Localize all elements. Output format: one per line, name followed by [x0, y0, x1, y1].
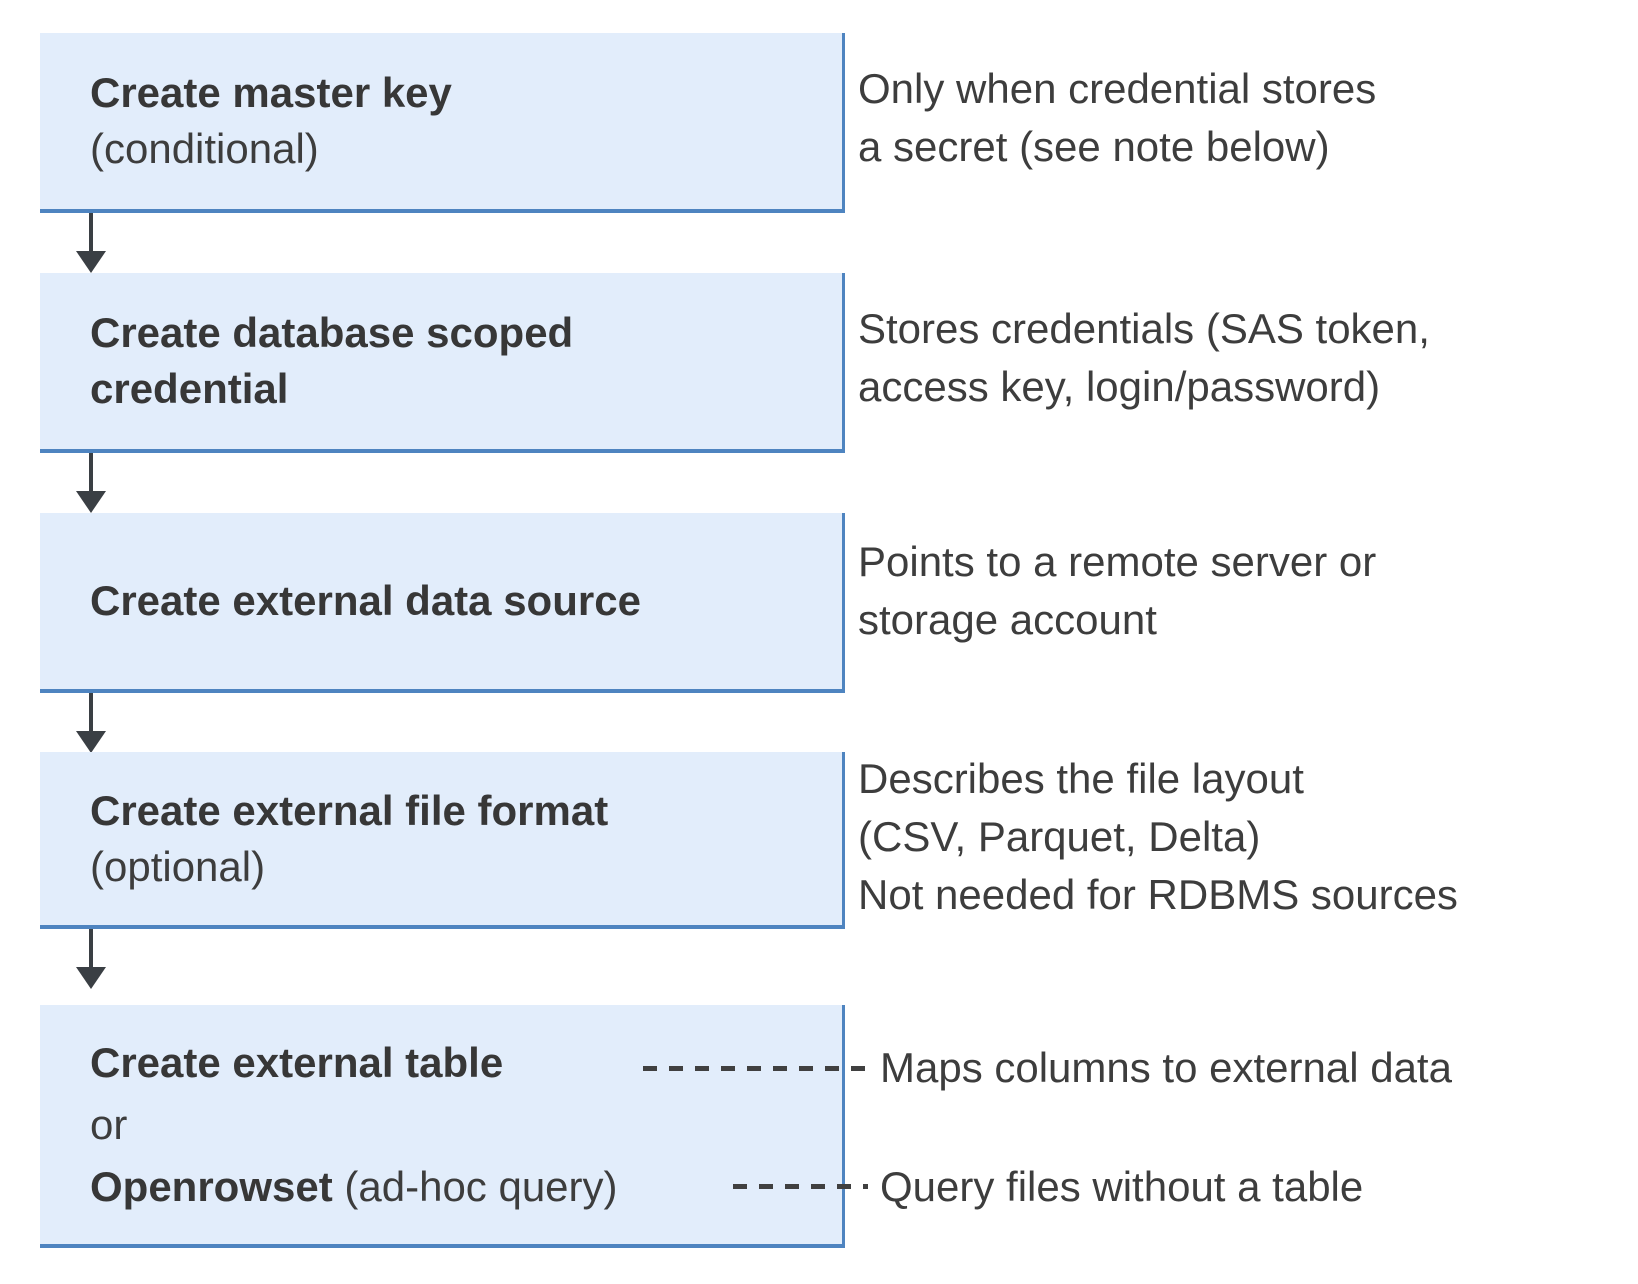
note-line: a secret (see note below): [858, 123, 1330, 170]
step-title: Create database scoped: [90, 309, 574, 356]
step-title: Openrowset: [90, 1162, 333, 1210]
step-title: Create external file format: [90, 786, 609, 834]
note-line: Only when credential stores: [858, 65, 1377, 112]
note-line: Not needed for RDBMS sources: [858, 871, 1458, 918]
down-arrow-icon: [76, 693, 106, 753]
arrow-shaft: [89, 213, 93, 253]
arrow-shaft: [89, 693, 93, 733]
note-external-data-source: Points to a remote server or storage acc…: [858, 533, 1376, 649]
step-qualifier: (ad-hoc query): [344, 1162, 618, 1210]
note-line: Stores credentials (SAS token,: [858, 305, 1430, 352]
arrow-shaft: [89, 453, 93, 493]
note-external-file-format: Describes the file layout (CSV, Parquet,…: [858, 750, 1458, 924]
arrow-shaft: [89, 929, 93, 969]
step-box-create-master-key: Create master key (conditional): [40, 33, 845, 213]
note-external-table: Maps columns to external data: [880, 1039, 1452, 1097]
step-title: Create external data source: [90, 577, 641, 624]
option-external-table: Create external table: [90, 1032, 842, 1094]
step-qualifier: (optional): [90, 842, 266, 890]
note-master-key: Only when credential stores a secret (se…: [858, 60, 1376, 176]
down-arrow-icon: [76, 453, 106, 513]
arrow-head: [76, 967, 106, 989]
note-line: Query files without a table: [880, 1163, 1364, 1210]
step-qualifier: (conditional): [90, 125, 319, 172]
step-title: credential: [90, 365, 289, 412]
step-title: Create master key: [90, 69, 452, 116]
dashed-connector-openrowset: [733, 1184, 868, 1189]
step-box-create-external-file-format: Create external file format (optional): [40, 752, 845, 929]
note-line: Maps columns to external data: [880, 1044, 1452, 1091]
note-line: storage account: [858, 596, 1157, 643]
step-title: Create external table: [90, 1038, 504, 1086]
down-arrow-icon: [76, 929, 106, 989]
dashed-connector-external-table: [643, 1066, 868, 1071]
arrow-head: [76, 731, 106, 753]
note-line: Points to a remote server or: [858, 538, 1377, 585]
down-arrow-icon: [76, 213, 106, 273]
note-openrowset: Query files without a table: [880, 1158, 1363, 1216]
note-database-scoped-credential: Stores credentials (SAS token, access ke…: [858, 300, 1430, 416]
step-box-create-external-data-source: Create external data source: [40, 513, 845, 693]
arrow-head: [76, 251, 106, 273]
conjunction: or: [90, 1100, 128, 1148]
note-line: Describes the file layout: [858, 755, 1304, 802]
note-line: access key, login/password): [858, 363, 1381, 410]
option-openrowset: Openrowset (ad-hoc query): [90, 1156, 842, 1218]
note-line: (CSV, Parquet, Delta): [858, 813, 1261, 860]
step-box-create-database-scoped-credential: Create database scoped credential: [40, 273, 845, 453]
arrow-head: [76, 491, 106, 513]
step-box-create-external-table-or-openrowset: Create external table or Openrowset (ad-…: [40, 1005, 845, 1248]
